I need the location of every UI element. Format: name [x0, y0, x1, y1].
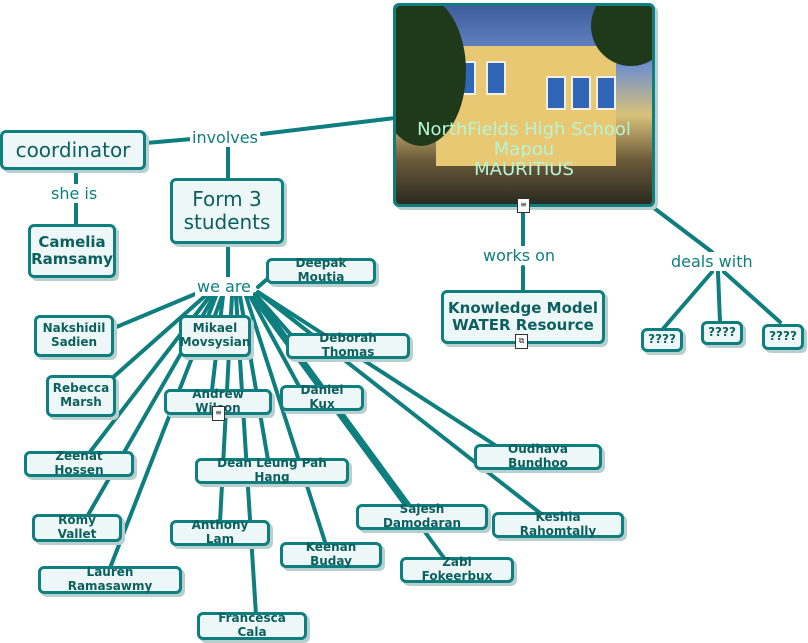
link-label-she-is: she is — [49, 184, 100, 203]
link-dealswith-q1 — [660, 270, 714, 332]
document-icon[interactable]: ≡ — [517, 198, 530, 213]
photo-window — [486, 61, 506, 95]
school-country: MAURITIUS — [474, 159, 574, 181]
student-lauren-ramasawmy[interactable]: Lauren Ramasawmy — [38, 565, 182, 594]
concept-camelia-ramsamy[interactable]: Camelia Ramsamy — [28, 224, 116, 278]
school-photo-node[interactable]: NorthFields High School Mapou MAURITIUS — [393, 3, 655, 207]
student-romy-vallet[interactable]: Romy Vallet — [32, 513, 122, 542]
concept-unknown-2[interactable]: ???? — [701, 321, 743, 345]
link-involves-coordinator — [144, 137, 194, 145]
link-weare-oudhava — [256, 290, 500, 449]
student-deborah-thomas[interactable]: Deborah Thomas — [286, 331, 410, 359]
concept-coordinator[interactable]: coordinator — [0, 130, 146, 170]
student-keenan-buday[interactable]: Keenan Buday — [280, 540, 382, 568]
student-rebecca-marsh[interactable]: Rebecca Marsh — [46, 375, 116, 417]
student-nakshidil-sadien[interactable]: Nakshidil Sadien — [34, 315, 114, 357]
school-name: NorthFields High School — [417, 119, 631, 140]
student-anthony-lam[interactable]: Anthony Lam — [170, 518, 270, 546]
link-weare-daniel — [248, 294, 302, 390]
student-oudhava-bundhoo[interactable]: Oudhava Bundhoo — [474, 442, 602, 470]
link-weare-rebecca — [108, 294, 207, 382]
photo-window — [546, 76, 566, 110]
student-daniel-kux[interactable]: Daniel Kux — [280, 383, 364, 411]
student-francesca-cala[interactable]: Francesca Cala — [197, 611, 307, 640]
link-dealswith-q3 — [722, 270, 782, 324]
student-mikael-movsysian[interactable]: Mikael Movsysian — [179, 315, 251, 357]
link-dealswith-q2 — [716, 270, 722, 324]
link-school-involves — [260, 116, 397, 136]
student-zabi-fokeerbux[interactable]: Zabi Fokeerbux — [400, 555, 514, 583]
student-zeenat-hossen[interactable]: Zeenat Hossen — [24, 449, 134, 477]
link-weare-keshia — [258, 292, 542, 515]
concept-unknown-3[interactable]: ???? — [762, 324, 804, 350]
photo-window — [596, 76, 616, 110]
link-weare-keenan — [244, 294, 328, 547]
link-weare-nakshidil — [112, 290, 202, 330]
link-label-works-on: works on — [481, 246, 558, 265]
student-dean-leung-pah-hang[interactable]: Dean Leung Pah Hang — [195, 456, 349, 484]
student-keshia-rahomtally[interactable]: Keshia Rahomtally — [492, 510, 624, 538]
link-label-deals-with: deals with — [669, 252, 755, 271]
concept-unknown-1[interactable]: ???? — [641, 328, 683, 352]
school-town: Mapou — [493, 139, 555, 161]
school-caption: NorthFields High School Mapou MAURITIUS — [396, 119, 652, 181]
model-link-icon[interactable]: ⧉ — [515, 334, 528, 349]
student-sajesh-damodaran[interactable]: Sajesh Damodaran — [356, 502, 488, 530]
link-school-dealswith — [648, 203, 714, 254]
link-label-involves: involves — [190, 128, 260, 147]
photo-window — [571, 76, 591, 110]
concept-form3-students[interactable]: Form 3 students — [170, 178, 284, 244]
andrew-document-icon[interactable]: ≡ — [212, 406, 225, 421]
student-deepak-moutia[interactable]: Deepak Moutia — [266, 256, 376, 284]
link-label-we-are: we are — [195, 277, 253, 296]
